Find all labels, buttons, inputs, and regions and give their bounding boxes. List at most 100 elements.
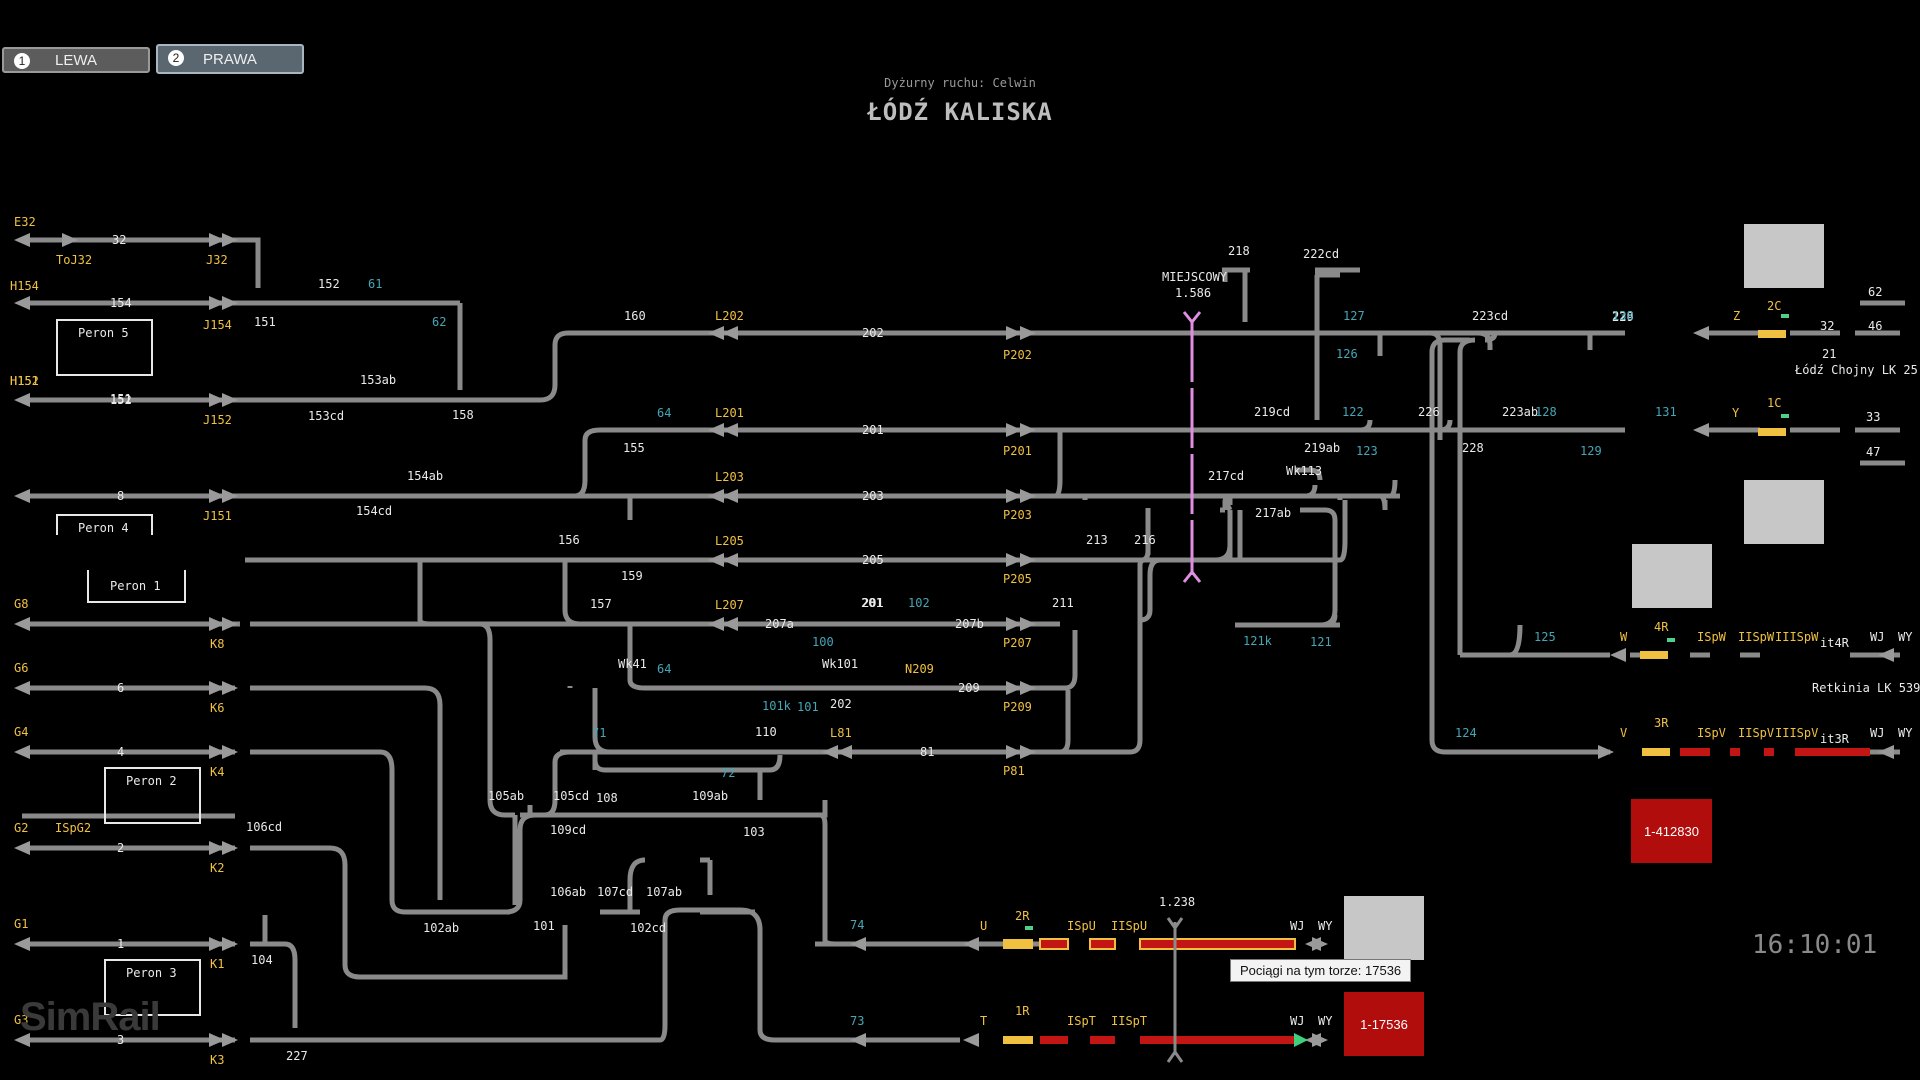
track-number: 207a	[765, 617, 794, 631]
signal-label: L201	[715, 406, 744, 420]
track-number: 154	[110, 296, 132, 310]
track-number: 1	[117, 937, 124, 951]
teal-label: 129	[1580, 444, 1602, 458]
switch-label: 109ab	[692, 789, 728, 803]
signal-label: P207	[1003, 636, 1032, 650]
signal-label: IISpU	[1111, 919, 1147, 933]
signal-label: H151	[10, 374, 39, 388]
platform-label: Peron 4	[78, 521, 129, 535]
switch-label: 156	[558, 533, 580, 547]
signal-arrows	[14, 233, 1894, 1047]
switch-label: 104	[251, 953, 273, 967]
teal-label: 64	[657, 406, 671, 420]
station-title: ŁÓDŹ KALISKA	[867, 98, 1053, 126]
tab-number-1: 1	[14, 53, 30, 69]
signal-label: G1	[14, 917, 28, 931]
switch-label: Wk101	[822, 657, 858, 671]
track-number: 47	[1866, 445, 1880, 459]
signal-label: 4R	[1654, 620, 1669, 634]
signal-label: L81	[830, 726, 852, 740]
track-number: 201	[862, 423, 884, 437]
signal-label: ISpG2	[55, 821, 91, 835]
track-number: 2	[117, 841, 124, 855]
switch-label: 158	[452, 408, 474, 422]
signal-label: P201	[1003, 444, 1032, 458]
signal-label: K3	[210, 1053, 224, 1067]
track-number: 32	[1820, 319, 1834, 333]
lit-routes	[1003, 314, 1870, 1044]
switch-label: 222cd	[1303, 247, 1339, 261]
platform-label: Peron 3	[126, 966, 177, 980]
teal-label: 125	[1534, 630, 1556, 644]
switch-label: 108	[596, 791, 618, 805]
signal-label: L207	[715, 598, 744, 612]
track-number: 62	[1868, 285, 1882, 299]
platforms	[56, 319, 201, 1016]
switch-label: 102cd	[630, 921, 666, 935]
switch-label: 223cd	[1472, 309, 1508, 323]
tab-label-lewa: LEWA	[55, 51, 97, 69]
tab-number-2: 2	[168, 50, 184, 66]
signal-label: ISpT	[1067, 1014, 1096, 1028]
teal-label: 130	[1612, 309, 1634, 323]
signal-label: ISpU	[1067, 919, 1096, 933]
switch-label: 219cd	[1254, 405, 1290, 419]
signal-label: P202	[1003, 348, 1032, 362]
switch-label: 223ab	[1502, 405, 1538, 419]
track-number: 32	[112, 233, 126, 247]
signal-label: K6	[210, 701, 224, 715]
signal-label: L202	[715, 309, 744, 323]
tab-lewa[interactable]: 1 LEWA	[2, 47, 150, 73]
track-number: 6	[117, 681, 124, 695]
switch-label: 201	[861, 596, 883, 610]
signal-label: J32	[206, 253, 228, 267]
teal-label: 64	[657, 662, 671, 676]
signal-label: IISpT	[1111, 1014, 1147, 1028]
signal-label: U	[980, 919, 987, 933]
local-vertical-1238	[1166, 917, 1184, 1063]
teal-label: 73	[850, 1014, 864, 1028]
platform-label: Peron 2	[126, 774, 177, 788]
wy-label: WY	[1898, 726, 1913, 740]
train-label[interactable]: 1-412830	[1631, 799, 1712, 863]
signal-label: H152	[10, 374, 39, 388]
signal-label: K2	[210, 861, 224, 875]
tab-prawa[interactable]: 2 PRAWA	[156, 44, 304, 74]
track-number: 207b	[955, 617, 984, 631]
teal-label: 122	[1342, 405, 1364, 419]
switch-label: 109cd	[550, 823, 586, 837]
switch-label: 217ab	[1255, 506, 1291, 520]
wj-label: WJ	[1290, 1014, 1304, 1028]
signal-label: G6	[14, 661, 28, 675]
teal-label: 101k	[762, 699, 792, 713]
track-number: 46	[1868, 319, 1882, 333]
switch-label: 202	[830, 697, 852, 711]
switch-label: 107ab	[646, 885, 682, 899]
signal-label: G4	[14, 725, 28, 739]
switch-label: 159	[621, 569, 643, 583]
platform-label: Peron 5	[78, 326, 129, 340]
signal-label: L205	[715, 534, 744, 548]
teal-label: 128	[1535, 405, 1557, 419]
signal-label: 1C	[1767, 396, 1781, 410]
miejscowy-marker	[1182, 311, 1202, 583]
simrail-logo: SimRail	[20, 995, 161, 1039]
train-label[interactable]: 1-17536	[1344, 992, 1424, 1056]
it-label: it3R	[1820, 732, 1850, 746]
signal-label: 1R	[1015, 1004, 1030, 1018]
signal-label: K8	[210, 637, 224, 651]
miejscowy-km: 1.586	[1175, 286, 1211, 300]
switch-label: 153cd	[308, 409, 344, 423]
switch-label: 102ab	[423, 921, 459, 935]
teal-label: 131	[1655, 405, 1677, 419]
switch-label: 226	[1418, 405, 1440, 419]
signal-label: E32	[14, 215, 36, 229]
track-number: 201	[862, 596, 884, 610]
signal-label: 2C	[1767, 299, 1781, 313]
teal-label: 74	[850, 918, 864, 932]
switch-label: 160	[624, 309, 646, 323]
signal-label: IISpW	[1738, 630, 1775, 644]
wj-label: WJ	[1290, 919, 1304, 933]
switch-label: 105cd	[553, 789, 589, 803]
